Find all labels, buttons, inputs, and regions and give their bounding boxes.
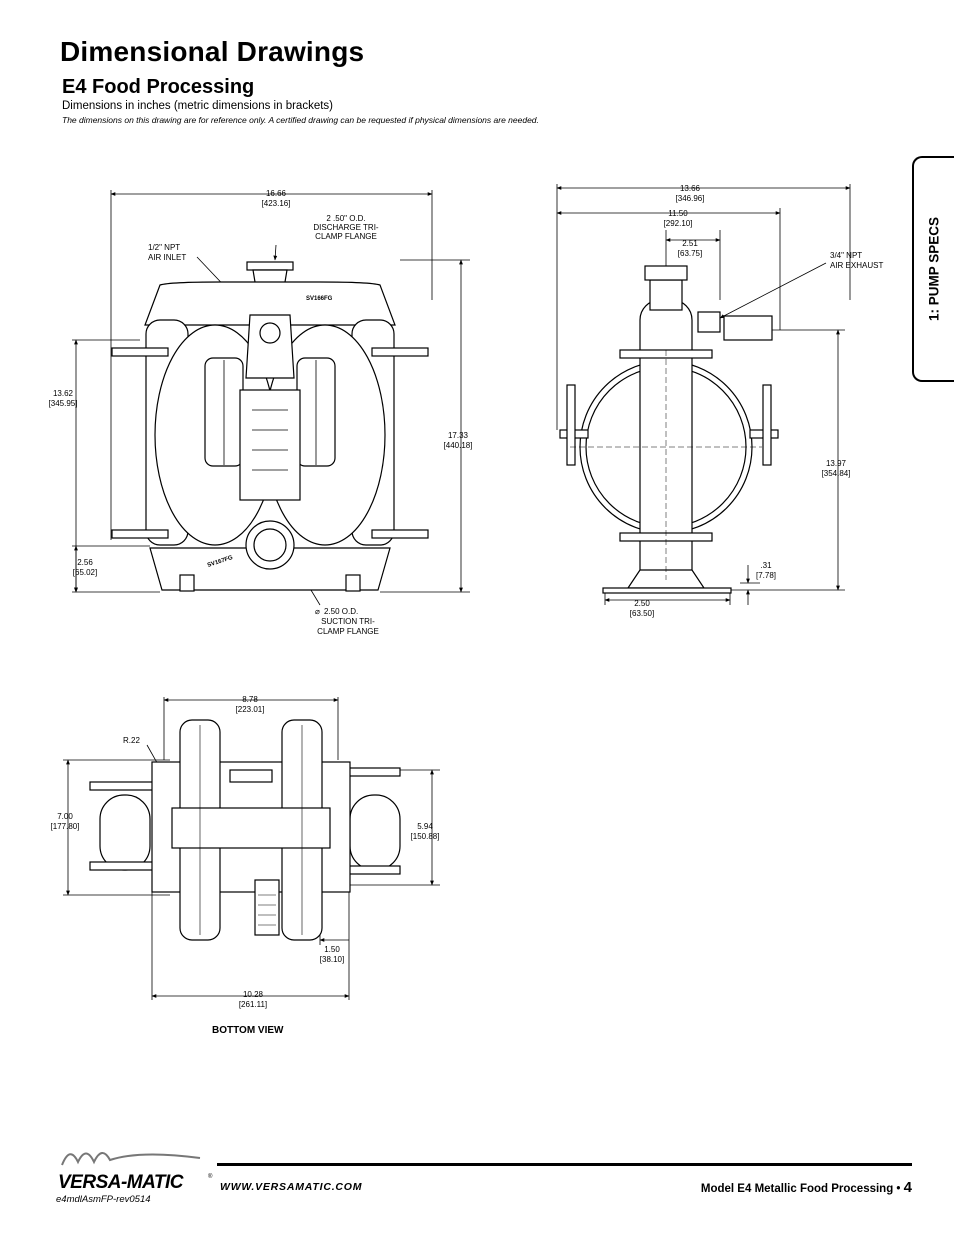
side-center-offset-dim-metric: [63.75] xyxy=(678,249,702,258)
front-width-dim: 16.66 xyxy=(266,189,287,198)
svg-text:VERSA-MATIC: VERSA-MATIC xyxy=(58,1172,184,1193)
air-inlet-label-1: 1/2" NPT xyxy=(148,243,180,252)
discharge-label-3: CLAMP FLANGE xyxy=(315,232,377,241)
svg-text:®: ® xyxy=(208,1173,213,1180)
suction-label-2: SUCTION TRI- xyxy=(321,617,375,626)
air-inlet-label-2: AIR INLET xyxy=(148,253,186,262)
foot-width-dim-metric: [63.50] xyxy=(630,609,654,618)
bottom-left-height-dim-metric: [177.80] xyxy=(51,822,80,831)
bottom-right-height-dim: 5.94 xyxy=(417,822,433,831)
footer-model-text: Model E4 Metallic Food Processing • xyxy=(700,1183,904,1195)
discharge-label-1: 2 .50" O.D. xyxy=(326,214,365,223)
radius-label: R.22 xyxy=(123,736,140,745)
section-title: E4 Food Processing xyxy=(62,76,255,98)
front-left-height-dim-metric: [345.95] xyxy=(49,399,78,408)
side-overall-width-dim-metric: [346.96] xyxy=(676,194,705,203)
front-base-height-dim-metric: [65.02] xyxy=(73,568,97,577)
side-overall-width-dim: 13.66 xyxy=(680,184,701,193)
side-height-dim-metric: [354.84] xyxy=(822,469,851,478)
footer-model: Model E4 Metallic Food Processing • 4 xyxy=(701,1179,912,1196)
document-code: e4mdlAsmFP-rev0514 xyxy=(56,1194,151,1205)
air-exhaust-label-2: AIR EXHAUST xyxy=(830,261,883,270)
front-right-height-dim: 17.33 xyxy=(448,431,469,440)
model-mark-top: SV166FG xyxy=(306,296,333,302)
discharge-label-2: DISCHARGE TRI- xyxy=(313,223,379,232)
foot-width-dim: 2.50 xyxy=(634,599,650,608)
bottom-offset-dim-metric: [38.10] xyxy=(320,955,344,964)
footer-divider xyxy=(217,1163,912,1166)
bottom-view-label: BOTTOM VIEW xyxy=(212,1025,284,1036)
front-right-height-dim-metric: [440.18] xyxy=(444,441,473,450)
suction-label-3: CLAMP FLANGE xyxy=(317,627,379,636)
bottom-right-height-dim-metric: [150.88] xyxy=(411,832,440,841)
side-center-offset-dim: 2.51 xyxy=(682,239,698,248)
website-link[interactable]: WWW.VERSAMATIC.COM xyxy=(220,1181,363,1193)
suction-label-1: 2.50 O.D. xyxy=(324,607,358,616)
bottom-top-width-dim-metric: [223.01] xyxy=(236,705,265,714)
bottom-top-width-dim: 8.78 xyxy=(242,695,258,704)
bottom-offset-dim: 1.50 xyxy=(324,945,340,954)
side-height-dim: 13.97 xyxy=(826,459,847,468)
front-base-height-dim: 2.56 xyxy=(77,558,93,567)
page-number: 4 xyxy=(903,1179,912,1196)
page-title: Dimensional Drawings xyxy=(60,36,365,67)
section-tab[interactable]: 1: PUMP SPECS xyxy=(912,156,954,382)
diameter-symbol: ⌀ xyxy=(315,607,320,616)
air-exhaust-label-1: 3/4" NPT xyxy=(830,251,862,260)
bottom-overall-width-dim: 10.28 xyxy=(243,990,264,999)
front-width-dim-metric: [423.16] xyxy=(262,199,291,208)
foot-thickness-dim: .31 xyxy=(760,561,772,570)
bottom-overall-width-dim-metric: [261.11] xyxy=(239,1000,267,1009)
bottom-left-height-dim: 7.00 xyxy=(57,812,73,821)
reference-note: The dimensions on this drawing are for r… xyxy=(62,115,539,125)
units-note: Dimensions in inches (metric dimensions … xyxy=(62,100,333,112)
front-left-height-dim: 13.62 xyxy=(53,389,74,398)
side-inner-width-dim: 11.50 xyxy=(668,209,688,218)
foot-thickness-dim-metric: [7.78] xyxy=(756,571,776,580)
side-inner-width-dim-metric: [292.10] xyxy=(664,219,693,228)
versa-matic-logo: VERSA-MATIC ® xyxy=(58,1152,213,1193)
